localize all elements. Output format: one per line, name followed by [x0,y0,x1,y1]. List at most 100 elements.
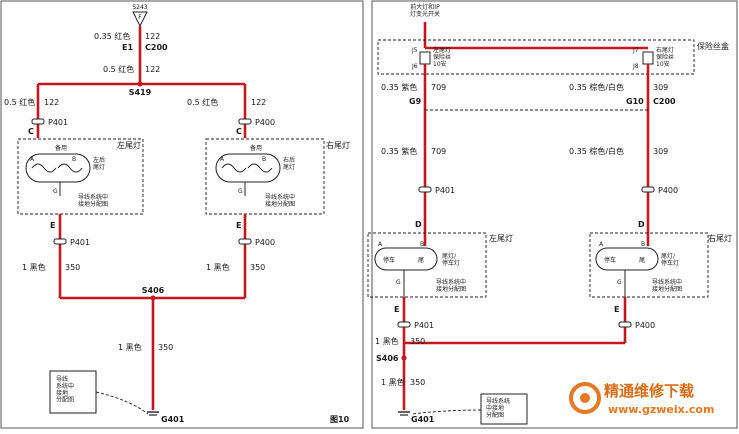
r-splice-dot [401,355,407,361]
right-tail-stop-lamp: 右尾灯 停车 尾 A B 尾灯/停车灯 G 导线系统中接地分配图 [589,232,732,298]
r-lamp-l-tail: 尾 [418,257,424,264]
fuse-l-pin-top: J5 [411,47,418,54]
bl-gauge: 0.5 红色 [4,97,35,107]
r-lamp-r-title: 右尾灯 [708,233,732,243]
splice-bot-label: S406 [142,286,165,295]
lamp-r-title: 右尾灯 [326,140,350,150]
r-lamp-r-pin-g: G [617,279,622,286]
w1-circuit: 122 [145,32,160,41]
w3l-circuit: 350 [65,263,80,272]
fuse-triangle-icon [132,11,148,28]
r-lamp-l-label: 尾灯/停车灯 [442,252,460,267]
splice-top-dot [137,81,143,87]
r-w4-gauge: 1 黑色 [381,377,405,387]
br-circuit: 122 [251,98,266,107]
c200-pin: E1 [122,43,133,52]
lamp-r-ref: 导线系统中接地分配图 [265,193,295,208]
lamp-r-pin-b: B [262,156,266,163]
r-w4-circuit: 350 [410,378,425,387]
watermark-logo-core-icon [580,393,590,403]
left-schematic: S243 F 0.35 红色 122 E1 C200 0.5 红色 122 S4… [4,4,350,424]
w1l-circuit: 709 [431,83,446,92]
br-conn: P400 [255,118,275,127]
lamp-l-pin-b: B [72,156,76,163]
lamp-l-pin-a: A [30,156,35,163]
bl-pin-e: E [50,221,55,230]
w3r-connector-icon [238,238,252,245]
w1l-gauge: 0.35 紫色 [381,82,417,92]
bl-pin-c: C [28,127,34,136]
w3r-conn: P400 [255,238,275,247]
lamp-l-ref: 导线系统中接地分配图 [78,193,108,208]
r-lamp-r-ref: 导线系统中接地分配图 [652,278,682,293]
r-lamp-l-box [367,232,487,298]
triangle-mark: F [138,14,142,21]
fuse-l-icon [419,51,431,65]
w2-circuit: 122 [145,65,160,74]
fuse-r-pin-top: J7 [632,47,639,54]
filament-icon [221,163,247,173]
r-ground-ref-text: 导线系统中接地分配图 [486,397,510,419]
w2r-circuit: 309 [653,147,668,156]
w1r-gauge: 0.35 棕色/白色 [569,82,624,92]
br-connector-icon [238,118,252,125]
left-panel-frame [0,0,364,429]
lamp-l-label: 左后尾灯 [93,156,105,171]
w3l-gauge: 1 黑色 [22,262,46,272]
w3r-gauge: 1 黑色 [206,262,230,272]
lamp-r-label: 右后尾灯 [283,156,295,171]
r-lamp-l-bulb-icon [374,247,438,271]
filament-icon [31,163,57,173]
w4-gauge: 1 黑色 [118,342,142,352]
br-pin-e: E [236,221,241,230]
filament-icon [247,163,273,173]
fuse-l-pin-bot: J6 [411,63,418,70]
w3r-pin: E [614,305,619,314]
br-pin-c: C [236,127,242,136]
r-lamp-r-pin-b: B [641,241,645,248]
conn-r-label: G10 [626,97,644,106]
watermark-logo-icon [569,382,601,414]
r-lamp-r-box [589,232,709,298]
left-tail-lamp: 左尾灯 备用 A B 左后尾灯 G 导线系统中接地分配图 [17,138,144,215]
lamp-l-pin-g: G [53,188,58,195]
right-panel-frame [371,0,738,429]
r-lamp-l-ref: 导线系统中接地分配图 [436,278,466,293]
right-lamp-box [205,138,325,215]
w2l-gauge: 0.35 紫色 [381,146,417,156]
top-connector-label: S243 [132,4,147,11]
w3l-pin: E [394,305,399,314]
watermark-brand: 精通维修下载 [604,382,694,400]
fuse-r-icon [642,51,654,65]
w3l-connector-icon [53,238,67,245]
w2r-conn: P400 [658,186,678,195]
lamp-r-pin-a: A [220,156,225,163]
r-lamp-l-pin-a: A [378,241,383,248]
r-lamp-r-label: 尾灯/停车灯 [661,252,679,267]
r-ground-label: G401 [411,415,435,424]
ground-label: G401 [161,415,185,424]
w2-gauge: 0.5 红色 [103,64,134,74]
conn-l-label: G9 [409,97,422,106]
w3l-conn: P401 [414,321,434,330]
w2l-conn: P401 [435,186,455,195]
r-lamp-l-title: 左尾灯 [489,233,513,243]
w3l-conn: P401 [70,238,90,247]
w1-gauge: 0.35 红色 [94,31,130,41]
r-lamp-r-tail: 尾 [639,257,645,264]
w4-circuit: 350 [158,343,173,352]
ground-ref-leader [95,391,149,415]
w3r-circuit: 350 [250,263,265,272]
r-splice-label: S406 [376,354,399,363]
r-lamp-r-bulb-icon [595,247,659,271]
left-lamp-box [17,138,144,215]
r-p401-connector-icon [397,321,411,328]
w2l-pin: D [415,220,422,229]
r-lamp-l-pin-b: B [420,241,424,248]
r-lamp-l-pin-g: G [396,279,401,286]
